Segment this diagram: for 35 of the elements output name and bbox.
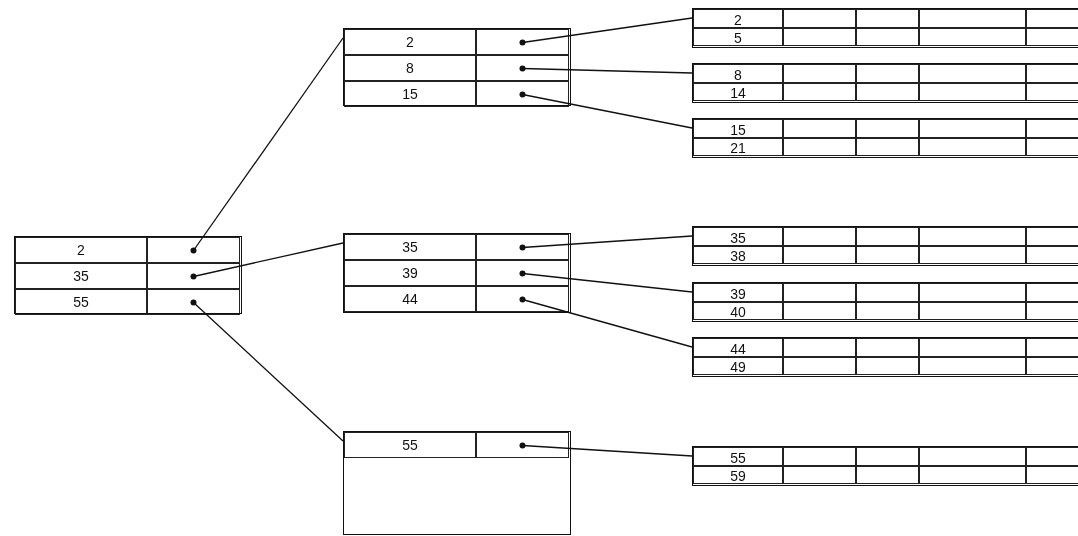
index-page bbox=[14, 236, 242, 314]
key-cell: 38 bbox=[693, 245, 783, 264]
key-cell: 35 bbox=[693, 227, 783, 246]
index-page bbox=[343, 233, 571, 313]
key-cell: 2 bbox=[344, 29, 476, 55]
key-cell: 21 bbox=[693, 137, 783, 156]
key-cell: 14 bbox=[693, 82, 783, 101]
key-cell: 55 bbox=[693, 447, 783, 466]
key-cell: 49 bbox=[693, 356, 783, 375]
data-page bbox=[692, 63, 1078, 103]
key-cell: 59 bbox=[693, 465, 783, 484]
key-cell: 44 bbox=[693, 338, 783, 357]
data-page bbox=[692, 337, 1078, 377]
key-cell: 39 bbox=[693, 283, 783, 302]
key-cell: 2 bbox=[15, 237, 147, 263]
key-cell: 35 bbox=[15, 263, 147, 289]
data-page bbox=[692, 282, 1078, 322]
key-cell: 55 bbox=[344, 432, 476, 458]
key-cell: 39 bbox=[344, 260, 476, 286]
key-cell: 5 bbox=[693, 27, 783, 46]
key-cell: 15 bbox=[344, 81, 476, 107]
key-cell: 8 bbox=[693, 64, 783, 83]
data-page bbox=[692, 8, 1078, 48]
key-cell: 44 bbox=[344, 286, 476, 312]
key-cell: 40 bbox=[693, 301, 783, 320]
key-cell: 35 bbox=[344, 234, 476, 260]
key-cell: 55 bbox=[15, 289, 147, 315]
data-page bbox=[692, 226, 1078, 266]
data-page bbox=[692, 118, 1078, 158]
index-page bbox=[343, 431, 571, 535]
index-page bbox=[343, 28, 571, 106]
key-cell: 2 bbox=[693, 9, 783, 28]
data-page bbox=[692, 446, 1078, 486]
key-cell: 8 bbox=[344, 55, 476, 81]
key-cell: 15 bbox=[693, 119, 783, 138]
